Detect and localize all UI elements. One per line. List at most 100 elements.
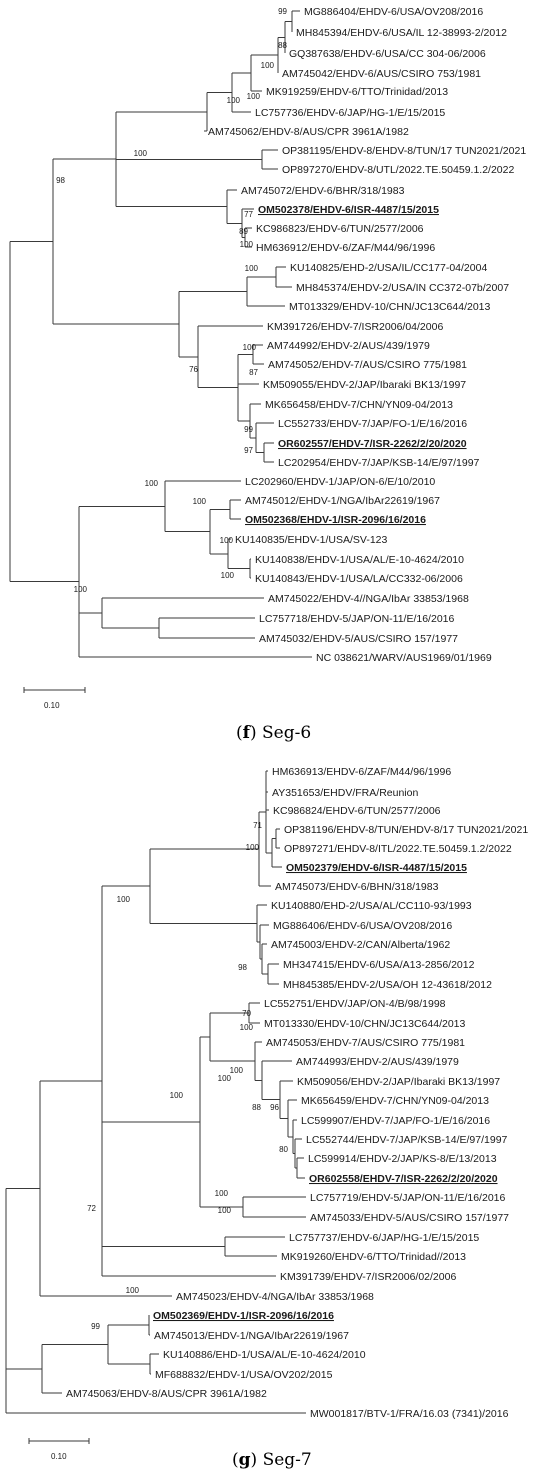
taxon-label: KU140886/EHD-1/USA/AL/E-10-4624/2010 [163,1349,366,1361]
bootstrap-value: 100 [243,343,257,352]
taxon-label: LC757737/EHDV-6/JAP/HG-1/E/15/2015 [289,1232,479,1244]
taxon-label: MK656458/EHDV-7/CHN/YN09-04/2013 [265,399,453,411]
taxon-label: KC986823/EHDV-6/TUN/2577/2006 [256,223,424,235]
bootstrap-value: 88 [278,41,287,50]
taxon-label: LC757719/EHDV-5/JAP/ON-11/E/16/2016 [310,1192,505,1204]
bootstrap-value: 70 [242,1009,251,1018]
taxon-label: OR602557/EHDV-7/ISR-2262/2/20/2020 [278,438,467,450]
scale-bar-label: 0.10 [44,701,60,710]
taxon-label: OP897270/EHDV-8/UTL/2022.TE.50459.1.2/20… [282,164,514,176]
bootstrap-value: 100 [220,536,234,545]
bootstrap-value: 72 [87,1204,96,1213]
taxon-label: KM391739/EHDV-7/ISR2006/02/2006 [280,1271,456,1283]
bootstrap-value: 100 [126,1286,140,1295]
taxon-label: AM745003/EHDV-2/CAN/Alberta/1962 [271,939,450,951]
taxon-label: HM636913/EHDV-6/ZAF/M44/96/1996 [272,766,451,778]
bootstrap-value: 96 [270,1103,279,1112]
taxon-label: AM745013/EHDV-1/NGA/IbAr22619/1967 [154,1330,349,1342]
taxon-label: MG886404/EHDV-6/USA/OV208/2016 [304,6,483,18]
bootstrap-value: 100 [246,843,260,852]
taxon-label: MH845394/EHDV-6/USA/IL 12-38993-2/2012 [296,27,507,39]
taxon-label: MH845385/EHDV-2/USA/OH 12-43618/2012 [283,979,492,991]
taxon-label: OP381196/EHDV-8/TUN/EHDV-8/17 TUN2021/20… [284,824,528,836]
taxon-label: OM502378/EHDV-6/ISR-4487/15/2015 [258,204,439,216]
bootstrap-value: 100 [218,1074,232,1083]
bootstrap-value: 97 [244,446,253,455]
bootstrap-value: 71 [253,821,262,830]
bootstrap-value: 100 [193,497,207,506]
taxon-label: MT013330/EHDV-10/CHN/JC13C644/2013 [264,1018,466,1030]
taxon-label: AM745032/EHDV-5/AUS/CSIRO 157/1977 [259,633,458,645]
taxon-label: OM502379/EHDV-6/ISR-4487/15/2015 [286,862,467,874]
taxon-label: AM745063/EHDV-8/AUS/CPR 3961A/1982 [66,1388,267,1400]
bootstrap-value: 80 [279,1145,288,1154]
scale-bar-label: 0.10 [51,1452,67,1461]
taxon-label: AY351653/EHDV/FRA/Reunion [272,787,418,799]
taxon-label: KU140838/EHDV-1/USA/AL/E-10-4624/2010 [255,554,464,566]
bootstrap-value: 88 [252,1103,261,1112]
taxon-label: AM745023/EHDV-4/NGA/IbAr 33853/1968 [176,1291,374,1303]
taxon-label: KU140825/EHD-2/USA/IL/CC177-04/2004 [290,262,487,274]
taxon-label: MK919259/EHDV-6/TTO/Trinidad/2013 [266,86,448,98]
tree-panel-g: HM636913/EHDV-6/ZAF/M44/96/1996AY351653/… [5,766,528,1470]
taxon-label: LC757718/EHDV-5/JAP/ON-11/E/16/2016 [259,613,454,625]
bootstrap-value: 99 [91,1322,100,1331]
bootstrap-value: 100 [247,92,261,101]
taxon-label: KM391726/EHDV-7/ISR2006/04/2006 [267,321,443,333]
taxon-label: MK919260/EHDV-6/TTO/Trinidad//2013 [281,1251,466,1263]
bootstrap-value: 98 [56,176,65,185]
taxon-label: MK656459/EHDV-7/CHN/YN09-04/2013 [301,1095,489,1107]
taxon-label: MF688832/EHDV-1/USA/OV202/2015 [155,1369,333,1381]
bootstrap-value: 77 [244,210,253,219]
taxon-label: LC202960/EHDV-1/JAP/ON-6/E/10/2010 [245,476,435,488]
bootstrap-value: 100 [74,585,88,594]
bootstrap-value: 100 [134,149,148,158]
taxon-label: KU140880/EHD-2/USA/AL/CC110-93/1993 [271,900,472,912]
taxon-label: LC552733/EHDV-7/JAP/FO-1/E/16/2016 [278,418,467,430]
taxon-label: OR602558/EHDV-7/ISR-2262/2/20/2020 [309,1173,498,1185]
taxon-label: AM745062/EHDV-8/AUS/CPR 3961A/1982 [208,126,409,138]
tree-panel-f: MG886404/EHDV-6/USA/OV208/2016MH845394/E… [9,6,526,743]
bootstrap-value: 76 [189,365,198,374]
taxon-label: AM744993/EHDV-2/AUS/439/1979 [296,1056,459,1068]
bootstrap-value: 100 [240,240,254,249]
taxon-label: NC 038621/WARV/AUS1969/01/1969 [316,652,492,664]
bootstrap-value: 100 [227,96,241,105]
taxon-label: MH845374/EHDV-2/USA/IN CC372-07b/2007 [296,282,509,294]
bootstrap-value: 89 [239,227,248,236]
taxon-label: MH347415/EHDV-6/USA/A13-2856/2012 [283,959,475,971]
taxon-label: AM745052/EHDV-7/AUS/CSIRO 775/1981 [268,359,467,371]
taxon-label: AM745053/EHDV-7/AUS/CSIRO 775/1981 [266,1037,465,1049]
taxon-label: OM502368/EHDV-1/ISR-2096/16/2016 [245,514,426,526]
bootstrap-value: 100 [218,1206,232,1215]
bootstrap-value: 100 [170,1091,184,1100]
bootstrap-value: 99 [244,425,253,434]
taxon-label: AM745033/EHDV-5/AUS/CSIRO 157/1977 [310,1212,509,1224]
panel-caption: (f) Seg-6 [236,723,311,743]
taxon-label: LC552751/EHDV/JAP/ON-4/B/98/1998 [264,998,446,1010]
taxon-label: OM502369/EHDV-1/ISR-2096/16/2016 [153,1310,334,1322]
bootstrap-value: 100 [245,264,259,273]
taxon-label: AM745042/EHDV-6/AUS/CSIRO 753/1981 [282,68,481,80]
taxon-label: LC202954/EHDV-7/JAP/KSB-14/E/97/1997 [278,457,480,469]
taxon-label: MW001817/BTV-1/FRA/16.03 (7341)/2016 [310,1408,509,1420]
taxon-label: LC552744/EHDV-7/JAP/KSB-14/E/97/1997 [306,1134,508,1146]
bootstrap-value: 98 [238,963,247,972]
taxon-label: KC986824/EHDV-6/TUN/2577/2006 [273,805,441,817]
taxon-label: OP897271/EHDV-8/ITL/2022.TE.50459.1.2/20… [284,843,512,855]
taxon-label: LC757736/EHDV-6/JAP/HG-1/E/15/2015 [255,107,445,119]
taxon-label: KU140835/EHDV-1/USA/SV-123 [235,534,387,546]
bootstrap-value: 100 [145,479,159,488]
bootstrap-value: 99 [278,7,287,16]
taxon-label: GQ387638/EHDV-6/USA/CC 304-06/2006 [289,48,486,60]
taxon-label: AM745072/EHDV-6/BHR/318/1983 [241,185,405,197]
bootstrap-value: 87 [249,368,258,377]
taxon-label: AM744992/EHDV-2/AUS/439/1979 [267,340,430,352]
taxon-label: OP381195/EHDV-8/EHDV-8/TUN/17 TUN2021/20… [282,145,526,157]
panel-caption: (g) Seg-7 [232,1450,312,1470]
taxon-label: KM509055/EHDV-2/JAP/Ibaraki BK13/1997 [263,379,466,391]
bootstrap-value: 100 [221,571,235,580]
taxon-label: KM509056/EHDV-2/JAP/Ibaraki BK13/1997 [297,1076,500,1088]
taxon-label: MG886406/EHDV-6/USA/OV208/2016 [273,920,452,932]
